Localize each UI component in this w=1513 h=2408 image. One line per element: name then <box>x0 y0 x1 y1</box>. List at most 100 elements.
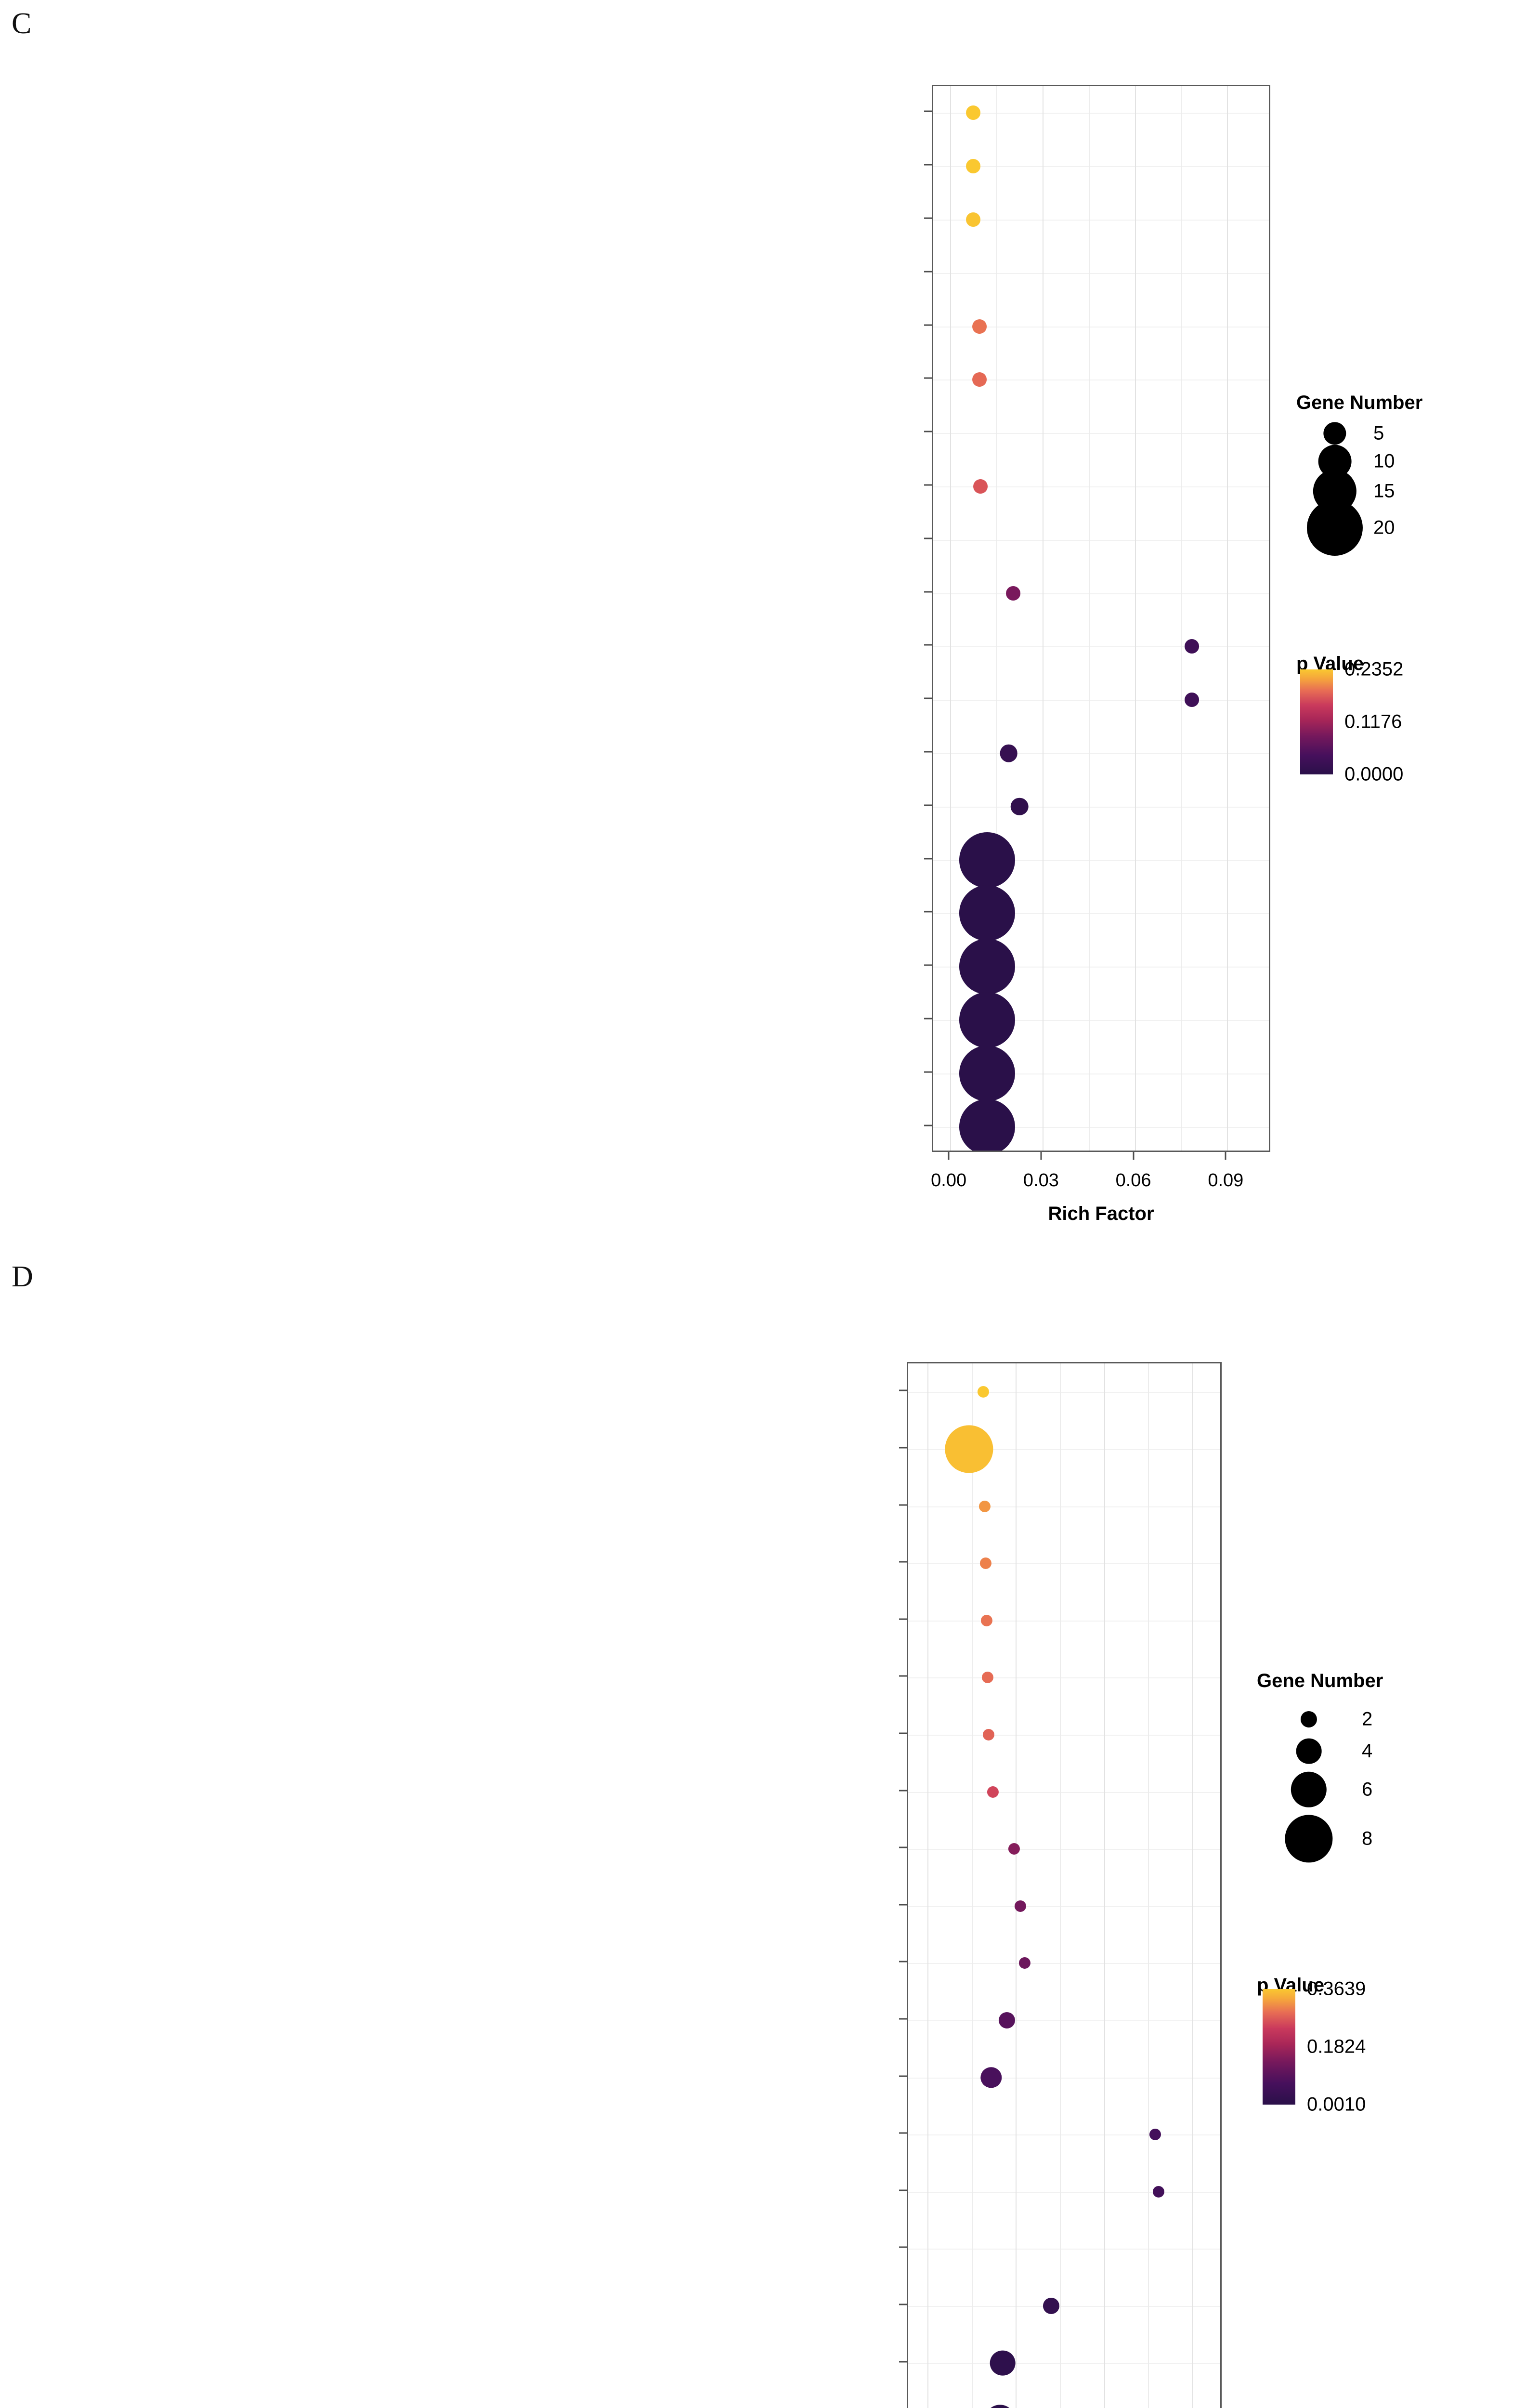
data-point-bubble <box>1043 2297 1059 2314</box>
y-axis-tick <box>899 2361 907 2362</box>
data-point-bubble <box>1018 1957 1030 1969</box>
gridline-horizontal <box>908 1620 1220 1622</box>
y-axis-tick <box>899 1561 907 1563</box>
gridline-horizontal <box>908 2134 1220 2136</box>
legend-colorbar-label: 0.0010 <box>1307 2094 1366 2115</box>
y-axis-tick <box>924 537 932 539</box>
data-point-bubble <box>959 992 1015 1048</box>
y-axis-tick <box>924 1071 932 1073</box>
x-axis-tick <box>1225 1152 1226 1160</box>
y-axis-tick <box>899 1389 907 1391</box>
gridline-vertical <box>1181 86 1182 1151</box>
data-point-bubble <box>1153 2186 1165 2198</box>
legend-size-marker <box>1285 1815 1333 1863</box>
legend-size-label: 6 <box>1362 1779 1373 1800</box>
y-axis-tick <box>924 484 932 486</box>
gridline-horizontal <box>908 1734 1220 1736</box>
legend-size-label: 8 <box>1362 1828 1373 1849</box>
legend-colorbar-label: 0.1176 <box>1344 711 1402 733</box>
gridline-horizontal <box>908 1449 1220 1450</box>
gridline-vertical <box>1135 86 1136 1151</box>
data-point-bubble <box>1184 693 1199 707</box>
plot-area-c <box>932 85 1270 1152</box>
gridline-horizontal <box>933 433 1269 434</box>
x-axis-title: Rich Factor <box>1048 1203 1154 1224</box>
y-axis-tick <box>924 271 932 273</box>
data-point-bubble <box>981 1672 993 1684</box>
data-point-bubble <box>1184 639 1199 654</box>
panel-letter-c: C <box>12 7 32 40</box>
y-axis-tick <box>924 697 932 699</box>
plot-area-d <box>907 1362 1222 2408</box>
data-point-bubble <box>980 1614 993 1626</box>
data-point-bubble <box>972 319 987 334</box>
data-point-bubble <box>959 1099 1015 1151</box>
x-axis-tick <box>948 1152 950 1160</box>
x-axis-tick-label: 0.03 <box>1023 1170 1059 1191</box>
y-axis-tick <box>899 1904 907 1906</box>
data-point-bubble <box>984 2405 1016 2408</box>
data-point-bubble <box>959 832 1015 888</box>
y-axis-tick <box>899 1504 907 1505</box>
y-axis-tick <box>924 1018 932 1020</box>
gridline-horizontal <box>933 967 1269 968</box>
data-point-bubble <box>990 2350 1016 2376</box>
gridline-horizontal <box>933 220 1269 221</box>
y-axis-tick <box>924 964 932 966</box>
y-axis-tick <box>899 1846 907 1848</box>
gridline-vertical <box>1088 86 1090 1151</box>
legend-size-marker <box>1323 422 1346 445</box>
x-axis-tick <box>1040 1152 1042 1160</box>
y-axis-tick <box>924 858 932 860</box>
gridline-horizontal <box>933 539 1269 541</box>
data-point-bubble <box>1008 1843 1020 1855</box>
y-axis-tick <box>924 164 932 166</box>
x-axis-tick-label: 0.09 <box>1208 1170 1244 1191</box>
y-axis-tick <box>924 1125 932 1126</box>
legend-colorbar <box>1300 669 1333 774</box>
gridline-horizontal <box>908 1792 1220 1793</box>
gridline-horizontal <box>908 2363 1220 2364</box>
gridline-vertical <box>971 1363 973 2408</box>
y-axis-tick <box>899 2075 907 2077</box>
y-axis-tick <box>924 217 932 219</box>
gridline-horizontal <box>933 646 1269 648</box>
y-axis-tick <box>899 1618 907 1620</box>
gridline-vertical <box>996 86 997 1151</box>
data-point-bubble <box>966 105 981 120</box>
y-axis-tick <box>924 751 932 753</box>
data-point-bubble <box>966 159 981 174</box>
gridline-horizontal <box>908 2305 1220 2307</box>
panel-letter-d: D <box>12 1260 33 1293</box>
data-point-bubble <box>1014 1900 1026 1912</box>
gridline-horizontal <box>933 1020 1269 1021</box>
data-point-bubble <box>1006 586 1021 601</box>
data-point-bubble <box>980 2067 1002 2088</box>
legend-size-label: 10 <box>1373 450 1395 472</box>
legend-colorbar-label: 0.2352 <box>1344 658 1404 680</box>
data-point-bubble <box>959 1045 1015 1101</box>
gridline-vertical <box>1016 1363 1017 2408</box>
y-axis-tick <box>899 1961 907 1963</box>
gridline-horizontal <box>908 1906 1220 1907</box>
data-point-bubble <box>959 939 1015 995</box>
data-point-bubble <box>987 1786 999 1798</box>
gridline-horizontal <box>933 166 1269 168</box>
gridline-horizontal <box>933 860 1269 861</box>
legend-title-gene-number: Gene Number <box>1257 1670 1383 1691</box>
legend-size-label: 20 <box>1373 517 1395 538</box>
data-point-bubble <box>972 372 987 387</box>
y-axis-tick <box>899 2189 907 2191</box>
x-axis-tick-label: 0.06 <box>1115 1170 1151 1191</box>
y-axis-tick <box>899 2246 907 2248</box>
data-point-bubble <box>979 1500 991 1512</box>
gridline-vertical <box>950 86 952 1151</box>
gridline-horizontal <box>908 2077 1220 2079</box>
y-axis-tick <box>924 324 932 326</box>
x-axis-tick-label: 0.00 <box>931 1170 967 1191</box>
gridline-horizontal <box>933 913 1269 915</box>
gridline-vertical <box>1060 1363 1061 2408</box>
gridline-horizontal <box>908 2249 1220 2250</box>
gridline-horizontal <box>908 1963 1220 1964</box>
gridline-vertical <box>927 1363 929 2408</box>
